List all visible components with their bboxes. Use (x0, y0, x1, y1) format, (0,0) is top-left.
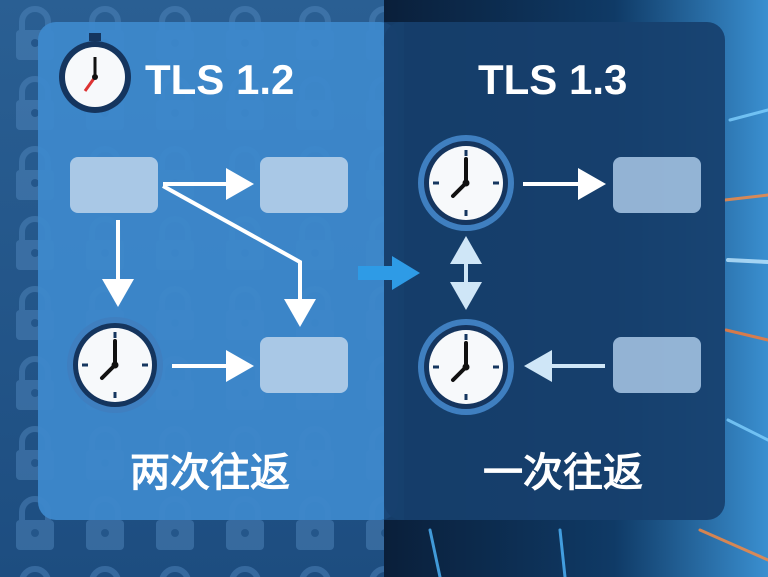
tls12-title: TLS 1.2 (145, 56, 294, 103)
clock-icon (65, 315, 165, 415)
tls12-caption: 两次往返 (130, 450, 290, 496)
message-box (260, 157, 348, 213)
message-box (613, 337, 701, 393)
tls13-flow (416, 133, 701, 417)
arrow (162, 184, 316, 327)
tls13-caption: 一次往返 (483, 450, 643, 496)
stopwatch-icon (59, 33, 131, 113)
tls13-title: TLS 1.3 (478, 56, 627, 103)
clock-icon (416, 317, 516, 417)
message-box (70, 157, 158, 213)
transition-arrow-icon (358, 256, 420, 290)
message-box (260, 337, 348, 393)
message-box (613, 157, 701, 213)
tls12-flow (65, 157, 348, 415)
clock-icon (416, 133, 516, 233)
